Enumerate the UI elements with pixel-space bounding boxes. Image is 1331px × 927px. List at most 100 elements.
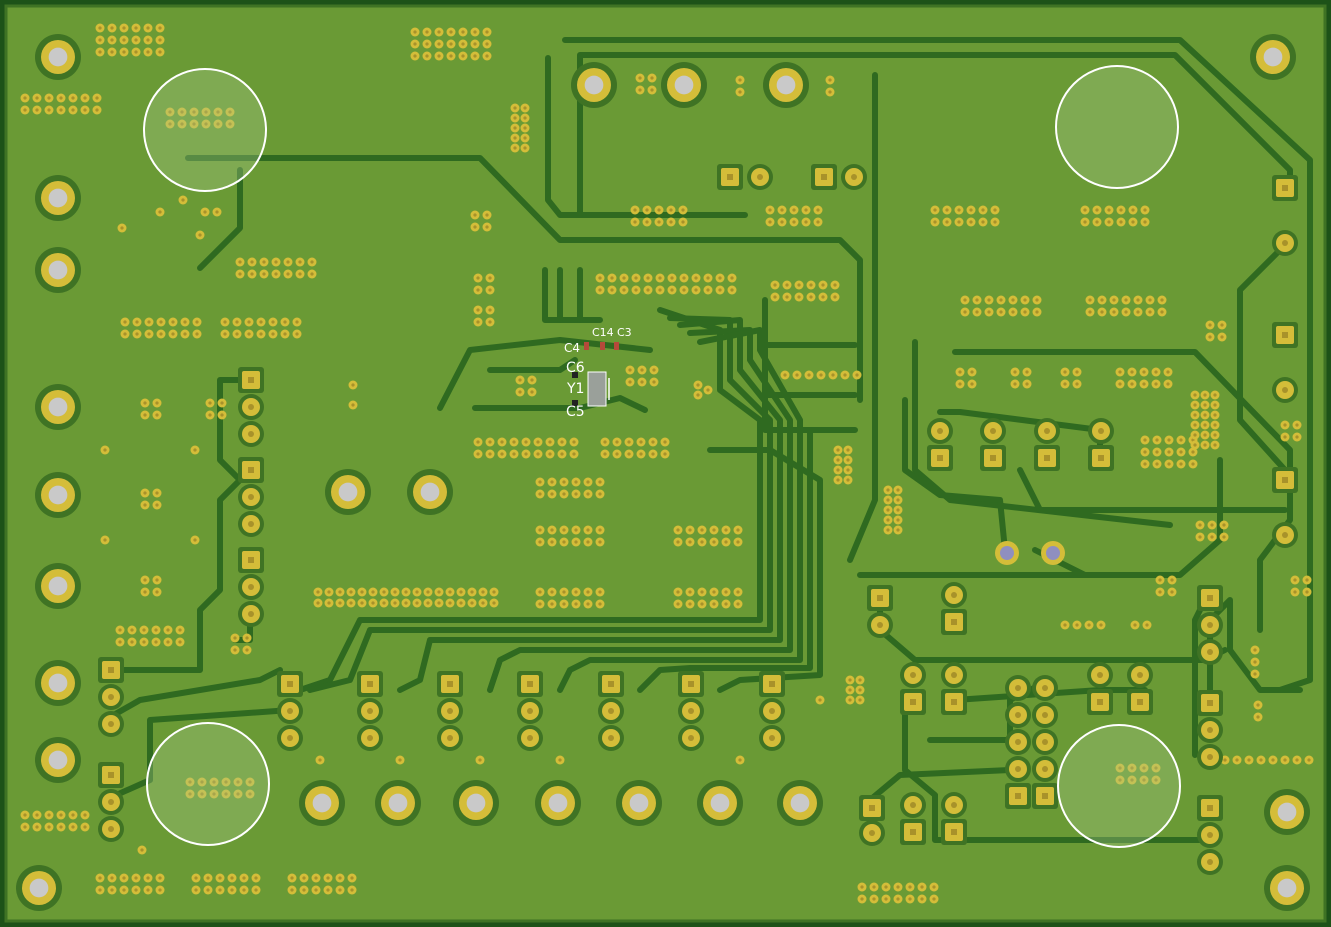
via-drill-492 — [178, 640, 182, 644]
pad-drill-46 — [937, 455, 943, 461]
y1-crystal-body — [587, 371, 607, 407]
via-drill-124 — [250, 260, 254, 264]
via-drill-353 — [1191, 450, 1195, 454]
via-drill-321 — [846, 478, 850, 482]
via-drill-357 — [1179, 462, 1183, 466]
via-drill-573 — [290, 876, 294, 880]
via-drill-185 — [1023, 310, 1027, 314]
via-drill-275 — [1130, 370, 1134, 374]
via-drill-230 — [488, 276, 492, 280]
via-drill-583 — [338, 888, 342, 892]
via-drill-589 — [908, 885, 912, 889]
via-drill-86 — [780, 208, 784, 212]
pad-drill-64 — [1137, 699, 1143, 705]
via-drill-441 — [415, 601, 419, 605]
via-drill-17 — [158, 50, 162, 54]
pad-drill-67 — [1207, 622, 1213, 628]
via-drill-434 — [338, 601, 342, 605]
via-drill-539 — [47, 813, 51, 817]
via-drill-186 — [1035, 310, 1039, 314]
via-drill-170 — [809, 295, 813, 299]
via-drill-549 — [98, 876, 102, 880]
via-drill-183 — [999, 310, 1003, 314]
via-drill-398 — [736, 528, 740, 532]
via-drill-1 — [110, 26, 114, 30]
via-drill-120 — [485, 213, 489, 217]
via-drill-106 — [993, 220, 997, 224]
via-drill-632 — [198, 233, 202, 237]
via-drill-397 — [724, 528, 728, 532]
via-drill-5 — [158, 26, 162, 30]
via-drill-495 — [233, 648, 237, 652]
via-drill-306 — [651, 440, 655, 444]
via-drill-270 — [1063, 370, 1067, 374]
via-drill-150 — [610, 288, 614, 292]
via-drill-503 — [1063, 623, 1067, 627]
via-drill-569 — [218, 888, 222, 892]
via-drill-406 — [1210, 523, 1214, 527]
via-drill-336 — [586, 480, 590, 484]
via-drill-394 — [688, 528, 692, 532]
pad-drill-74 — [1207, 859, 1213, 865]
trace-27 — [637, 427, 813, 693]
via-drill-255 — [783, 373, 787, 377]
via-drill-44 — [83, 96, 87, 100]
via-drill-459 — [586, 602, 590, 606]
pad-drill-62 — [1097, 699, 1103, 705]
via-drill-177 — [1011, 298, 1015, 302]
pad-drill-44 — [1282, 477, 1288, 483]
via-drill-319 — [846, 468, 850, 472]
via-drill-545 — [47, 825, 51, 829]
via-drill-326 — [886, 508, 890, 512]
trace-0 — [185, 155, 863, 403]
via-drill-206 — [183, 320, 187, 324]
trace-15 — [902, 697, 1213, 843]
via-drill-182 — [987, 310, 991, 314]
via-drill-587 — [884, 885, 888, 889]
c4-pad — [584, 342, 589, 350]
via-drill-79 — [681, 208, 685, 212]
c5-pad — [572, 400, 578, 406]
via-drill-147 — [718, 276, 722, 280]
via-drill-3 — [134, 26, 138, 30]
via-drill-314 — [836, 448, 840, 452]
via-drill-518 — [200, 780, 204, 784]
via-drill-302 — [603, 440, 607, 444]
via-drill-464 — [712, 590, 716, 594]
via-drill-408 — [1198, 535, 1202, 539]
via-drill-487 — [118, 640, 122, 644]
via-drill-258 — [819, 373, 823, 377]
via-drill-132 — [262, 272, 266, 276]
via-drill-480 — [1305, 590, 1309, 594]
via-drill-138 — [610, 276, 614, 280]
via-drill-638 — [818, 698, 822, 702]
via-drill-85 — [768, 208, 772, 212]
pad-drill-42 — [1282, 332, 1288, 338]
via-drill-268 — [1013, 382, 1017, 386]
via-drill-55 — [192, 110, 196, 114]
via-drill-333 — [550, 480, 554, 484]
via-drill-29 — [461, 42, 465, 46]
terminal-drill-5 — [48, 576, 68, 596]
via-drill-280 — [1130, 382, 1134, 386]
pad-drill-38 — [821, 174, 827, 180]
via-drill-180 — [963, 310, 967, 314]
via-drill-157 — [694, 288, 698, 292]
pad-drill-12 — [108, 772, 114, 778]
via-drill-64 — [228, 122, 232, 126]
via-drill-283 — [1166, 382, 1170, 386]
via-drill-317 — [846, 458, 850, 462]
via-drill-551 — [122, 876, 126, 880]
via-drill-431 — [492, 590, 496, 594]
pad-drill-10 — [108, 694, 114, 700]
via-drill-443 — [437, 601, 441, 605]
pad-drill-14 — [108, 826, 114, 832]
via-drill-477 — [1293, 578, 1297, 582]
via-drill-636 — [478, 758, 482, 762]
via-drill-123 — [238, 260, 242, 264]
via-drill-479 — [1293, 590, 1297, 594]
via-drill-366 — [1203, 413, 1207, 417]
via-drill-184 — [1011, 310, 1015, 314]
via-drill-246 — [530, 378, 534, 382]
pad-drill-20 — [367, 735, 373, 741]
